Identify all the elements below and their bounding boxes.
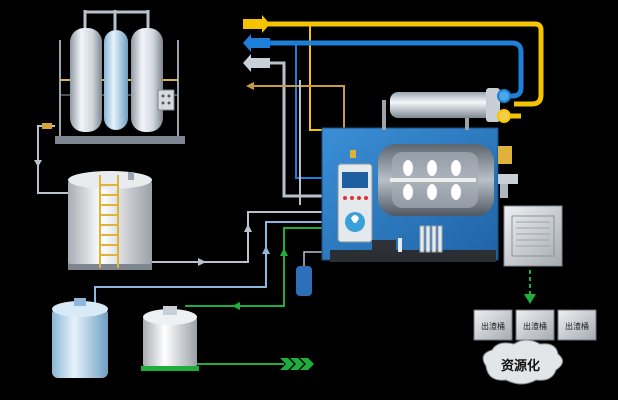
control-box: [157, 89, 175, 111]
blue-pipe-branch: [295, 43, 322, 179]
bin-label-1: 出渣桶: [481, 321, 505, 331]
ladder: [99, 175, 119, 268]
grey-arrow-down-icon: [34, 160, 42, 167]
blue-water-tank: [52, 298, 108, 378]
recycling-bubble: 资源化: [482, 339, 563, 385]
tan-pipe: [252, 85, 345, 130]
pipe-network-lower: [94, 211, 322, 370]
filter-column-unit: [55, 10, 185, 144]
cooling-unit: [503, 205, 563, 267]
tan-arrow-icon: [246, 82, 254, 90]
blue-pipe: [258, 40, 524, 99]
pipe-network-top: [243, 15, 544, 205]
residue-bins: 出渣桶 出渣桶 出渣桶: [473, 309, 597, 341]
main-drying-machine: [321, 127, 518, 262]
bin-label-2: 出渣桶: [523, 321, 547, 331]
recycling-label: 资源化: [501, 358, 540, 374]
light-blue-arrow-icon: [262, 246, 270, 254]
bin-1: 出渣桶: [473, 309, 513, 341]
yellow-pipe-branch: [309, 24, 322, 131]
filter-column-1: [70, 28, 102, 132]
grey-pipe: [262, 61, 322, 198]
radiator: [419, 225, 443, 253]
bin-label-3: 出渣桶: [565, 321, 589, 331]
green-arrow-up-icon: [280, 248, 288, 256]
yellow-arrow-icon: [243, 15, 270, 33]
blue-arrow-icon: [243, 34, 270, 52]
motor: [372, 240, 396, 252]
bin-2: 出渣桶: [515, 309, 555, 341]
bin-3: 出渣桶: [557, 309, 597, 341]
filter-column-2: [104, 30, 128, 130]
green-arrow-left-icon: [232, 302, 240, 310]
grey-arrow-right-icon: [198, 258, 206, 266]
product-tank: [141, 306, 199, 371]
green-arrow-down-icon: [524, 294, 536, 304]
grey-arrow-up-icon: [244, 224, 252, 232]
light-blue-pipe: [94, 221, 322, 304]
grey-pipe-tank-to-machine: [152, 211, 322, 263]
filter-column-3: [131, 28, 163, 132]
storage-tank: [68, 171, 152, 270]
discharge-arrow: [524, 270, 536, 304]
green-chevron-arrows-icon: [280, 358, 314, 370]
dosing-canister: [296, 266, 312, 296]
yellow-pipe: [250, 21, 544, 107]
valve-icon: [42, 123, 52, 129]
condenser: [382, 88, 521, 130]
grey-arrow-icon: [243, 54, 270, 72]
